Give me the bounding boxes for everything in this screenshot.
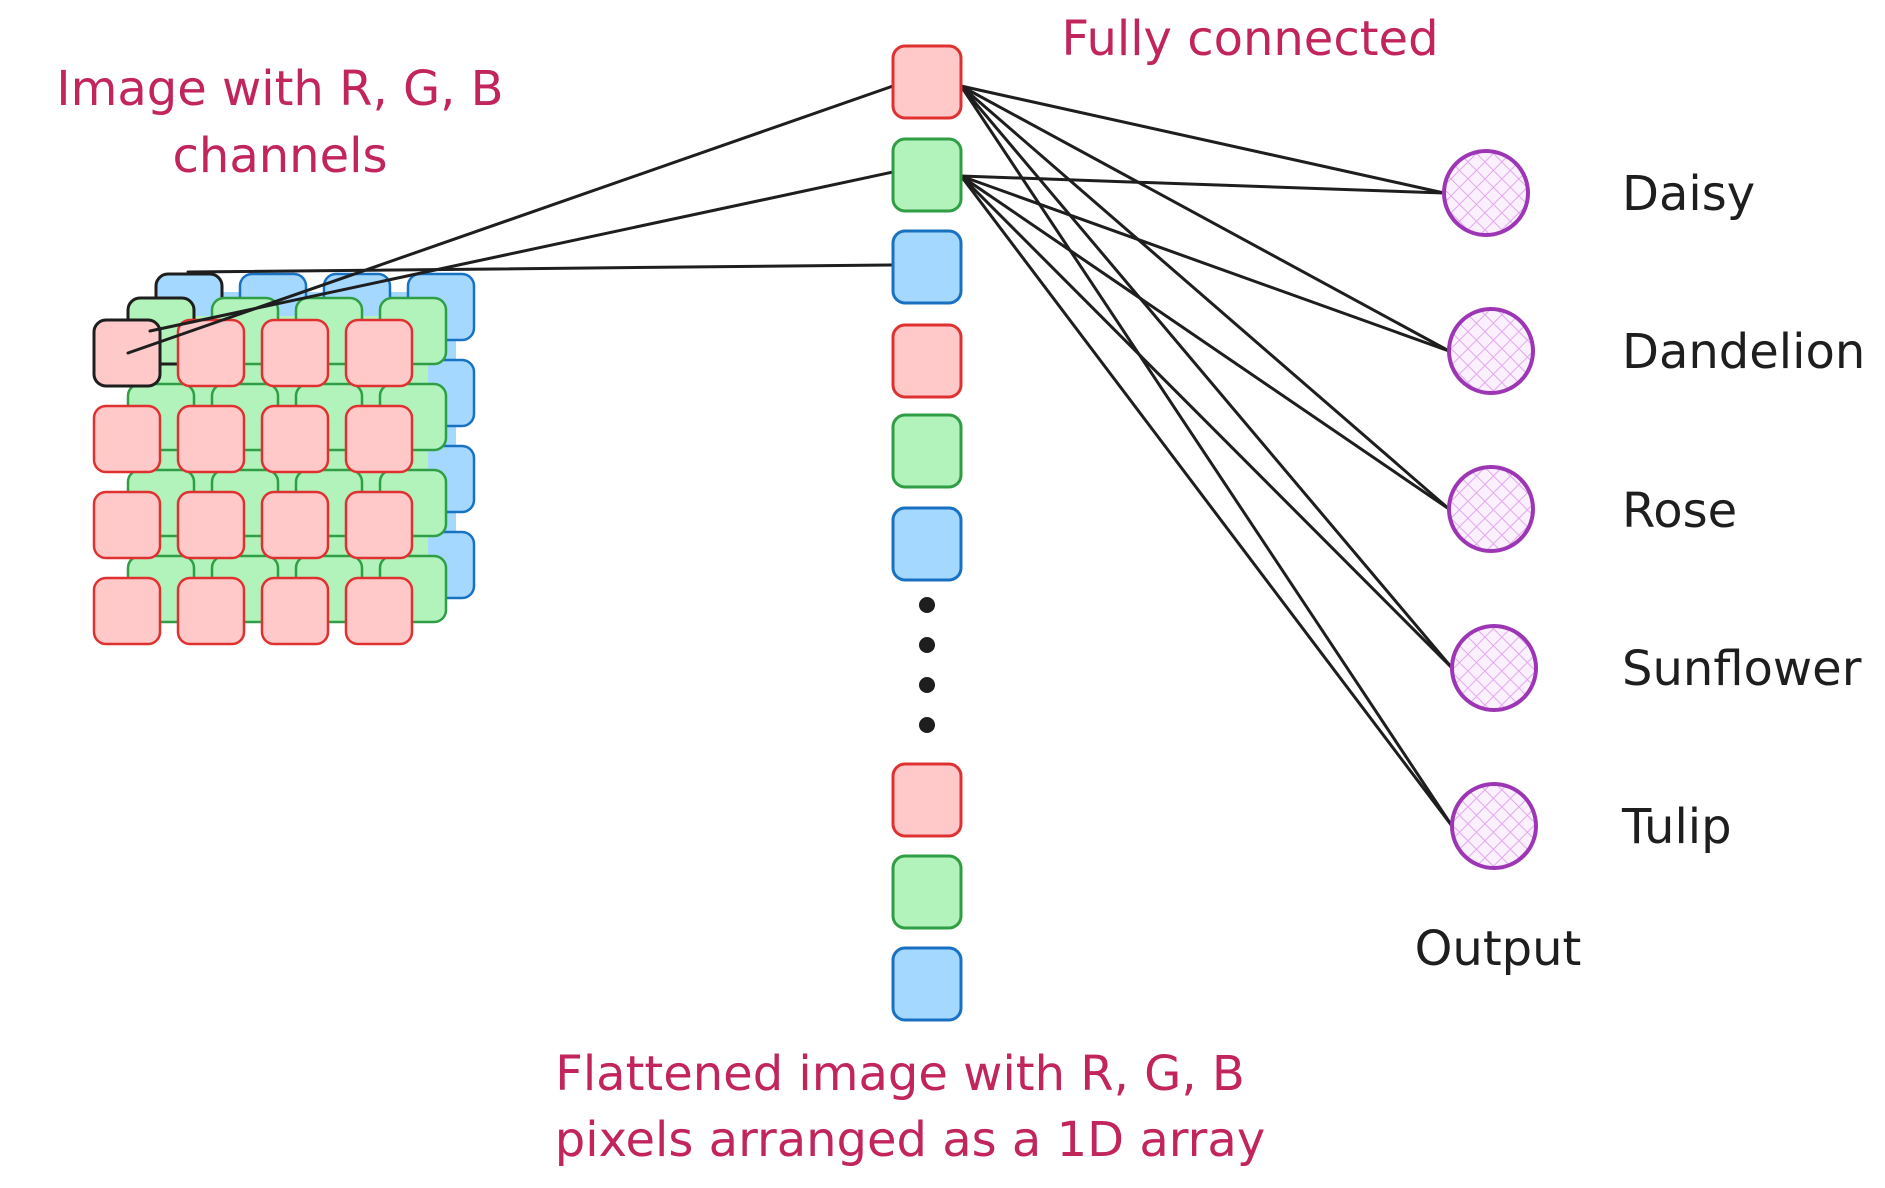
fc-line-cell2-to-sunflower (959, 174, 1454, 670)
red-pixel-r3-c0 (92, 576, 162, 646)
red-pixel-r1-c2 (260, 404, 330, 474)
red-pixel-r2-c1 (176, 490, 246, 560)
output-node-tulip (1450, 782, 1538, 870)
ellipsis-dot-4 (919, 717, 935, 733)
fully-connected-title: Fully connected (1061, 11, 1438, 67)
red-pixel-r0-c3 (344, 318, 414, 388)
fc-line-cell1-to-tulip (959, 84, 1454, 828)
input-to-flat-green-line (148, 170, 895, 333)
input-to-flat-blue-line (186, 263, 895, 274)
flat-blue-cell-10 (891, 946, 963, 1022)
red-pixel-r1-c1 (176, 404, 246, 474)
output-node-rose (1447, 465, 1535, 553)
fc-line-cell1-to-sunflower (959, 84, 1454, 670)
fc-line-cell1-to-rose (959, 84, 1451, 511)
class-label-tulip: Tulip (1621, 799, 1732, 855)
red-pixel-r1-c0 (92, 404, 162, 474)
output-node-sunflower (1450, 624, 1538, 712)
ellipsis-dot-2 (919, 637, 935, 653)
red-pixel-r3-c2 (260, 576, 330, 646)
flat-green-cell-9 (891, 854, 963, 930)
red-pixel-r0-c2 (260, 318, 330, 388)
flattened-column (891, 44, 963, 1022)
red-pixel-r2-c3 (344, 490, 414, 560)
red-pixel-r1-c3 (344, 404, 414, 474)
flat-red-cell-4 (891, 323, 963, 399)
fc-line-cell2-to-daisy (959, 174, 1446, 195)
class-label-sunflower: Sunflower (1622, 641, 1862, 697)
class-label-rose: Rose (1622, 483, 1737, 539)
output-nodes (1442, 149, 1538, 870)
output-title: Output (1415, 921, 1582, 977)
red-channel-layer (92, 318, 414, 646)
fc-line-cell1-to-dandelion (959, 84, 1451, 353)
output-node-dandelion (1447, 307, 1535, 395)
red-pixel-r0-c1 (176, 318, 246, 388)
connection-lines (126, 84, 1454, 828)
red-pixel-r2-c0 (92, 490, 162, 560)
flattened-title-line2: pixels arranged as a 1D array (555, 1112, 1265, 1168)
flat-green-cell-5 (891, 413, 963, 489)
input-to-flat-red-line (126, 84, 895, 355)
flat-red-cell-8 (891, 762, 963, 838)
flat-green-cell-2 (891, 137, 963, 213)
input-image-grid (92, 272, 476, 646)
flat-red-cell-1 (891, 44, 963, 120)
output-node-daisy (1442, 149, 1530, 237)
red-pixel-r3-c3 (344, 576, 414, 646)
red-pixel-r2-c2 (260, 490, 330, 560)
fc-line-cell1-to-daisy (959, 84, 1446, 195)
ellipsis-dot-1 (919, 597, 935, 613)
fc-line-cell2-to-tulip (959, 174, 1454, 828)
fc-line-cell2-to-dandelion (959, 174, 1451, 353)
class-label-daisy: Daisy (1622, 166, 1755, 222)
input-title-line1: Image with R, G, B (56, 61, 503, 117)
red-pixel-r3-c1 (176, 576, 246, 646)
input-title-line2: channels (173, 128, 388, 184)
class-label-dandelion: Dandelion (1622, 324, 1865, 380)
flat-blue-cell-6 (891, 506, 963, 582)
ellipsis-dot-3 (919, 677, 935, 693)
fc-line-cell2-to-rose (959, 174, 1451, 511)
flattened-title-line1: Flattened image with R, G, B (555, 1046, 1245, 1102)
flat-blue-cell-3 (891, 229, 963, 305)
